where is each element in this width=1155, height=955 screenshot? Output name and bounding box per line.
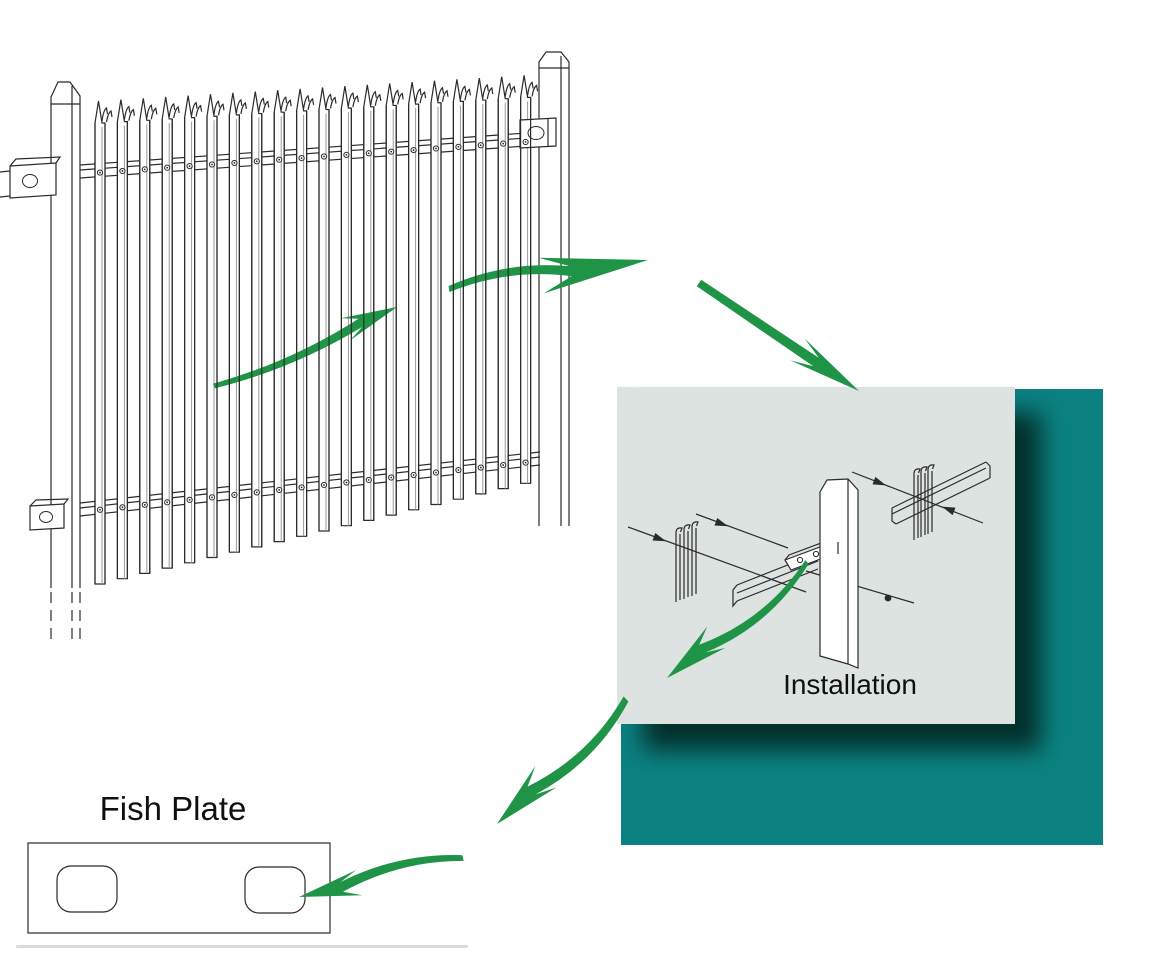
fishplate-hole-arrow-icon bbox=[299, 854, 464, 897]
fence-pale-edge-overlay bbox=[94, 97, 532, 584]
installation-exploded-view bbox=[627, 461, 991, 669]
flow-arrows bbox=[299, 279, 859, 897]
to-installation-arrow-icon bbox=[696, 279, 859, 391]
installation-to-fishplate-arrow-icon bbox=[497, 696, 629, 824]
installation-detail-arrow-icon bbox=[667, 560, 809, 678]
page-edge-line bbox=[16, 945, 468, 948]
fence-pales bbox=[94, 75, 539, 585]
fence-exit-arrow-icon bbox=[448, 257, 648, 294]
installation-label: Installation bbox=[783, 669, 917, 700]
fish-plate-drawing bbox=[27, 842, 331, 934]
fence-posts bbox=[0, 51, 570, 640]
fish-plate-label: Fish Plate bbox=[99, 790, 247, 827]
fence-bolts bbox=[96, 138, 529, 513]
